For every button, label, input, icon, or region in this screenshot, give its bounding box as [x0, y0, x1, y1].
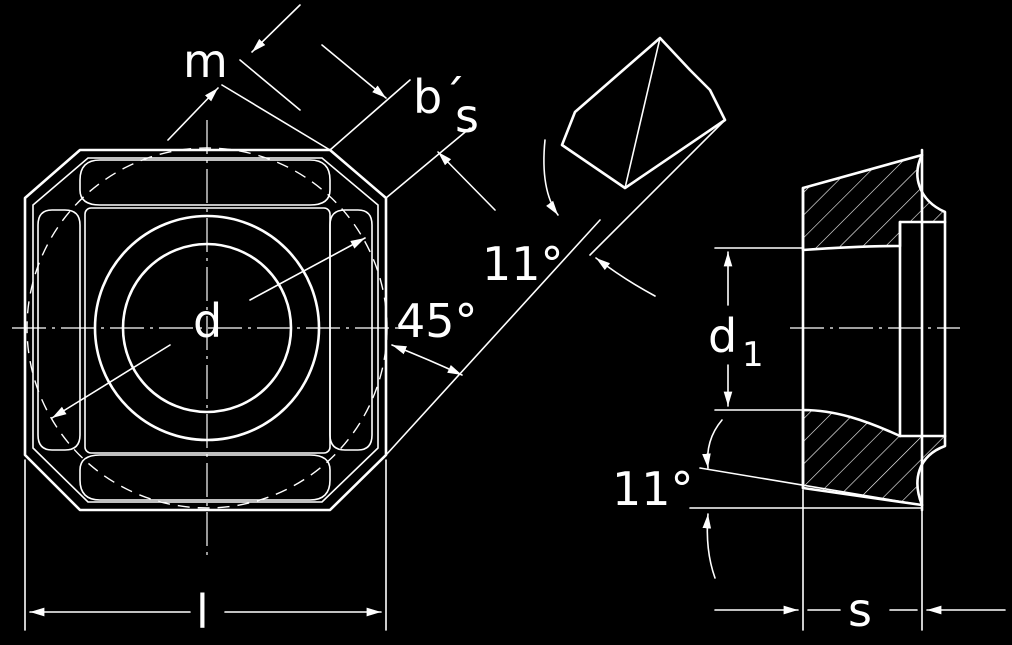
- label-d: d: [193, 294, 222, 348]
- hatch-upper: [803, 155, 945, 250]
- chipbreaker-groove-left: [37, 209, 81, 451]
- extension-m: [221, 84, 331, 151]
- extension-chamfer-a: [329, 79, 411, 151]
- label-angle-11-side: 11°: [612, 462, 694, 516]
- label-angle-11-top: 11°: [482, 237, 564, 291]
- insert-bevel-outline: [32, 157, 379, 503]
- label-b-s-sub: s: [455, 89, 479, 143]
- label-m: m: [183, 34, 228, 88]
- chipbreaker-groove-right: [329, 209, 373, 451]
- label-s: s: [848, 583, 872, 637]
- chipbreaker-groove-bottom: [79, 454, 331, 501]
- extension-chamfer-b: [385, 127, 471, 199]
- label-d1-sub: 1: [742, 335, 764, 375]
- angle-45-arc: [391, 344, 463, 376]
- dim-m-arrow-a: [167, 87, 219, 141]
- clearance-section-outline: [560, 36, 727, 190]
- diameter-arrow-upper: [249, 237, 366, 301]
- dim-b-s-arrow-b: [437, 151, 496, 211]
- insert-outline: [23, 148, 388, 512]
- diameter-arrow-lower: [51, 344, 171, 419]
- chamfer-angle-line: [385, 219, 601, 456]
- angle-11-arc-a: [543, 139, 559, 216]
- dim-b-s-arrow-a: [321, 44, 387, 99]
- insert-side-view: d 1 11° s: [612, 148, 1006, 637]
- top-view-dimensions: m b´ s d 45° l: [24, 4, 601, 639]
- insert-top-view: [12, 120, 400, 560]
- angle-11-arc-side-b: [702, 513, 716, 579]
- angle-11-arc-b: [595, 257, 656, 297]
- hatch-lower: [803, 410, 945, 505]
- label-l: l: [196, 585, 209, 639]
- clearance-detail-view: 11°: [482, 36, 727, 297]
- extension-m-b: [239, 59, 301, 111]
- label-d1: d: [708, 309, 737, 363]
- chipbreaker-groove: [79, 159, 331, 206]
- dim-m-arrow-b: [251, 4, 301, 53]
- clearance-reference-line: [589, 119, 726, 256]
- label-angle-45: 45°: [396, 294, 478, 348]
- angle-11-arc-side-a: [702, 419, 723, 469]
- extension-11-slope: [699, 467, 923, 506]
- clearance-section-edge: [624, 37, 661, 189]
- label-b-s: b´: [413, 70, 465, 124]
